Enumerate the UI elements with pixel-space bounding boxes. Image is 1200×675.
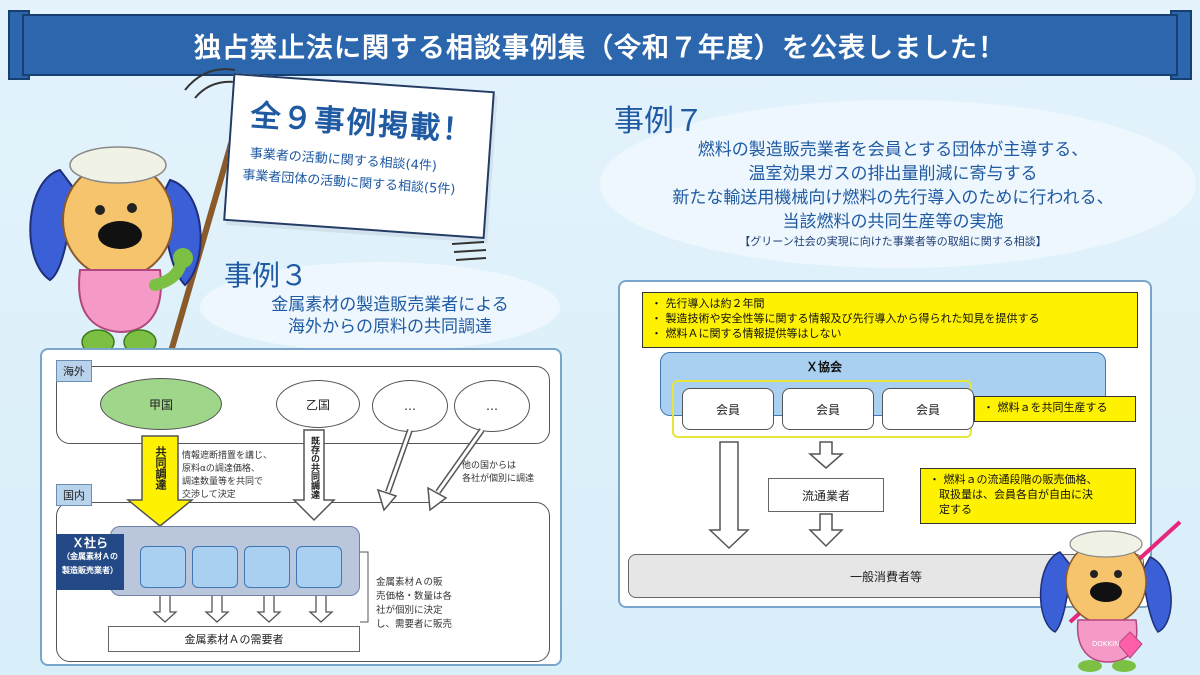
country-b-label: 乙国 (305, 397, 330, 412)
distribution-note-line-2: 取扱量は、会員各自が自由に決 (939, 488, 1093, 501)
mascot-left (29, 129, 238, 356)
existing-procurement-arrow (292, 429, 336, 522)
joint-procurement-arrow (125, 435, 195, 527)
other-note-line-2: 各社が個別に調達 (462, 474, 535, 484)
distributor-label: 流通業者 (801, 488, 850, 503)
case3-subtitle-line1: 金属素材の製造販売業者による (271, 295, 509, 315)
company-box-3 (244, 546, 290, 588)
down-arrow-1 (152, 593, 178, 623)
sales-note-line-3: 社が個別に決定 (376, 605, 443, 616)
distribution-note-line-3: 定する (939, 503, 972, 516)
member-box-3: 会員 (882, 388, 974, 430)
association-label: Ｘ協会 (806, 360, 843, 374)
distributor-to-consumer-arrow (808, 513, 844, 548)
distributor-box: 流通業者 (768, 478, 884, 512)
diag-arrow-1-head (376, 488, 398, 512)
case7-subtitle-line-1: 燃料の製造販売業者を会員とする団体が主導する、 (697, 140, 1089, 160)
case7-subtitle: 燃料の製造販売業者を会員とする団体が主導する、 温室効果ガスの排出量削減に寄与す… (598, 138, 1188, 250)
page-title-banner: 独占禁止法に関する相談事例集（令和７年度）を公表しました！ (22, 14, 1178, 76)
country-a-label: 甲国 (148, 397, 173, 412)
sales-note: 金属素材Ａの販 売価格・数量は各 社が個別に決定 し、需要者に販売 (376, 576, 452, 632)
top-note-line-2: ・ 製造技術や安全性等に関する情報及び先行導入から得られた知見を提供する (651, 312, 1040, 325)
member-label-2: 会員 (815, 402, 840, 417)
company-label-line-3: 製造販売業者） (62, 566, 118, 575)
to-distributor-arrow (808, 441, 844, 469)
info-note-line-2: 原料αの調達価格、 (182, 464, 260, 474)
info-note-line-4: 交渉して決定 (182, 490, 236, 500)
down-arrow-3 (256, 593, 282, 623)
case7-subtitle-line-3: 新たな輸送用機械向け燃料の先行導入のために行われる、 (672, 188, 1114, 208)
member-label-1: 会員 (715, 402, 740, 417)
sales-note-line-4: し、需要者に販売 (376, 619, 453, 630)
overseas-region (56, 366, 550, 444)
domestic-tag: 国内 (56, 484, 92, 506)
case3-subtitle: 金属素材の製造販売業者による 海外からの原料の共同調達 (225, 294, 555, 338)
member-box-2: 会員 (782, 388, 874, 430)
other-note-line-1: 他の国からは (462, 461, 517, 471)
case3-bubble (200, 262, 560, 352)
demander-label: 金属素材Ａの需要者 (184, 633, 284, 646)
mascot-tag: DOKKIN (1092, 640, 1119, 648)
consumer-label: 一般消費者等 (849, 569, 922, 584)
case7-top-notes: ・ 先行導入は約２年間 ・ 製造技術や安全性等に関する情報及び先行導入から得られ… (642, 292, 1138, 348)
case7-subtitle-line-4: 当該燃料の共同生産等の実施 (782, 212, 1004, 232)
info-note-line-3: 調達数量等を共同で (182, 477, 264, 487)
case7-arrows (708, 441, 844, 550)
direct-arrow (708, 441, 750, 550)
case7-category: 【グリーン社会の実現に向けた事業者等の取組に関する相談】 (739, 235, 1047, 248)
joint-procurement-label: 共同調達 (154, 446, 167, 490)
info-note-line-1: 情報遮断措置を講じ、 (182, 451, 273, 461)
company-box-4 (296, 546, 342, 588)
country-a-node: 甲国 (100, 378, 222, 430)
company-label-line-1: Ｘ社ら (71, 536, 108, 550)
member-box-1: 会員 (682, 388, 774, 430)
down-arrow-4 (308, 593, 334, 623)
case3-diagram-panel: 海外 甲国 乙国 … … 国内 (40, 348, 562, 666)
case7-diagram-panel: ・ 先行導入は約２年間 ・ 製造技術や安全性等に関する情報及び先行導入から得られ… (618, 280, 1152, 608)
member-label-3: 会員 (915, 402, 940, 417)
flag-headline: 全９事例掲載！ (249, 98, 476, 149)
page-title: 独占禁止法に関する相談事例集（令和７年度）を公表しました！ (194, 32, 1006, 64)
diag-arrow-2-head (427, 486, 448, 512)
company-box-1 (140, 546, 186, 588)
top-note-line-1: ・ 先行導入は約２年間 (651, 297, 765, 310)
case7-subtitle-line-2: 温室効果ガスの排出量削減に寄与する (748, 164, 1038, 184)
sales-bracket (360, 551, 369, 623)
case3-arrows (125, 428, 485, 623)
existing-procurement-label: 既存の共同調達 (309, 436, 319, 499)
motion-lines-right (451, 241, 487, 261)
mascot-right: DOKKIN (1039, 520, 1182, 672)
sales-note-line-2: 売価格・数量は各 (376, 591, 453, 602)
distribution-note: ・ 燃料ａの流通段階の販売価格、 取扱量は、会員各自が自由に決 定する (920, 468, 1136, 524)
distribution-note-line-1: ・ 燃料ａの流通段階の販売価格、 (929, 473, 1098, 486)
sales-note-line-1: 金属素材Ａの販 (376, 577, 443, 588)
down-arrow-2 (204, 593, 230, 623)
motion-lines (184, 68, 236, 99)
demander-box: 金属素材Ａの需要者 (108, 626, 360, 652)
other-country-ellipsis-1: … (404, 399, 416, 413)
flag-banner: 全９事例掲載！ 事業者の活動に関する相談(4件) 事業者団体の活動に関する相談(… (223, 73, 495, 239)
case7-bubble (600, 100, 1196, 268)
case3-subtitle-line2: 海外からの原料の共同調達 (288, 317, 492, 337)
case7-title: 事例７ (614, 104, 704, 139)
joint-production-note: ・ 燃料ａを共同生産する (974, 396, 1136, 422)
other-countries-note: 他の国からは 各社が個別に調達 (462, 460, 534, 486)
company-box-2 (192, 546, 238, 588)
other-country-ellipsis-2: … (486, 399, 498, 413)
top-note-line-3: ・ 燃料Ａに関する情報提供等はしない (651, 327, 842, 340)
company-label-line-2: （金属素材Ａの (62, 552, 118, 561)
info-block-note: 情報遮断措置を講じ、 原料αの調達価格、 調達数量等を共同で 交渉して決定 (182, 450, 272, 502)
other-country-node-2: … (454, 380, 530, 432)
overseas-tag: 海外 (56, 360, 92, 382)
country-b-node: 乙国 (276, 380, 360, 428)
company-group-label: Ｘ社ら （金属素材Ａの 製造販売業者） (56, 534, 124, 590)
case3-title: 事例３ (224, 259, 309, 292)
